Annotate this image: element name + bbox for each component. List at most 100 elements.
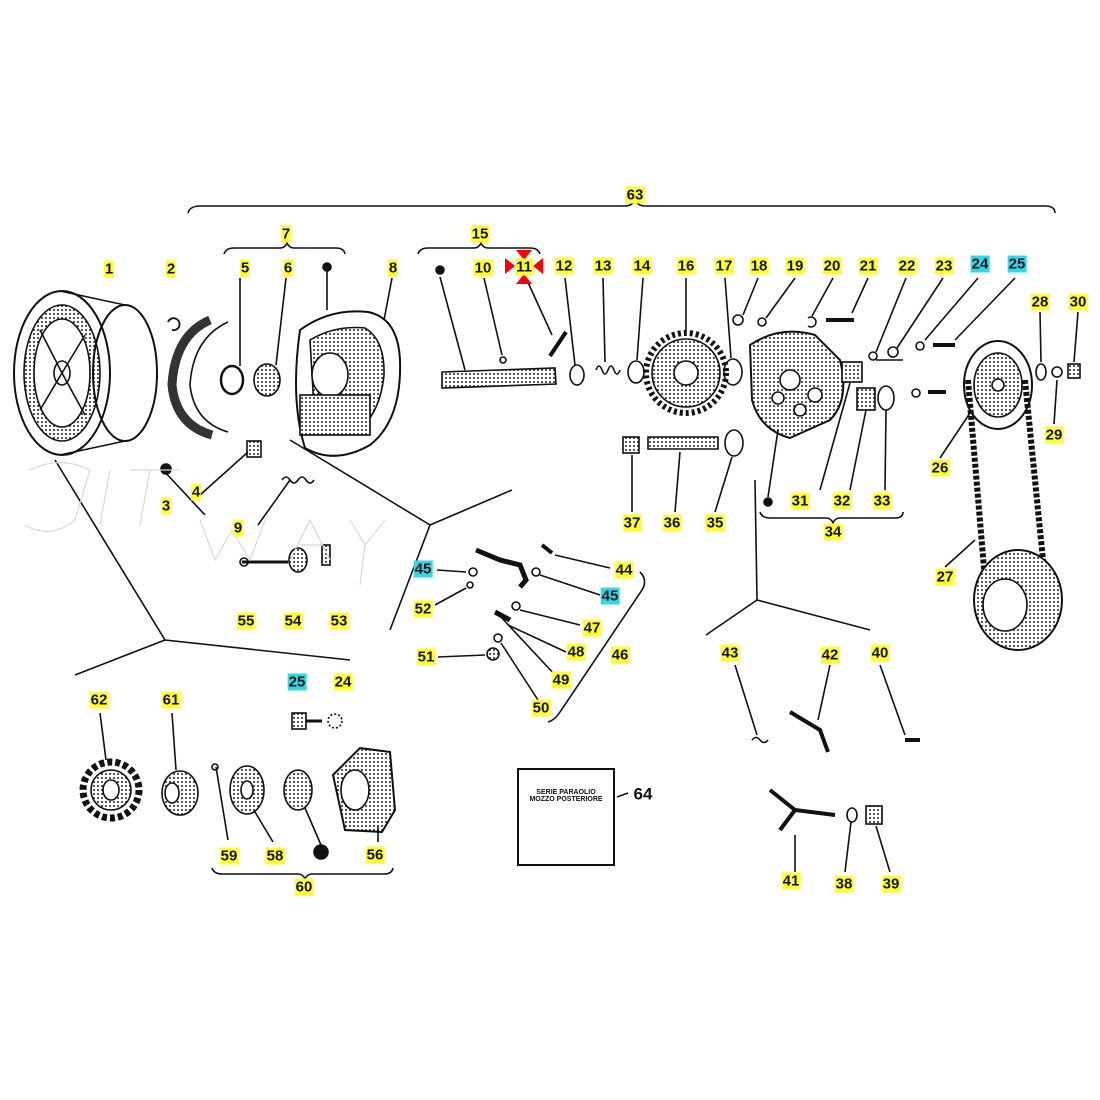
key-53 <box>321 544 331 566</box>
callout-9: 9 <box>232 519 244 537</box>
seal-5 <box>219 364 245 396</box>
seal-kit-box: SERIE PARAOLIO MOZZO POSTERIORE <box>517 768 615 866</box>
hub-drum-1 <box>13 290 158 456</box>
nut-30 <box>1067 363 1081 379</box>
washer-24b <box>327 713 343 729</box>
callout-8: 8 <box>387 259 399 277</box>
pulley-26 <box>939 340 1033 459</box>
callout-1: 1 <box>103 260 115 278</box>
callout-59: 59 <box>219 847 239 865</box>
callout-25b: 25 <box>287 673 307 691</box>
pad-4 <box>246 440 262 458</box>
callout-17: 17 <box>714 257 734 275</box>
callout-58: 58 <box>265 847 285 865</box>
callout-43: 43 <box>720 644 740 662</box>
callout-25: 25 <box>1007 255 1027 273</box>
callout-3: 3 <box>160 497 172 515</box>
spacer-61 <box>161 712 199 816</box>
brake-plate-8 <box>295 262 402 457</box>
shaft-15 <box>435 265 557 389</box>
washer-22 <box>868 351 878 361</box>
kit-box-line1: SERIE PARAOLIO <box>536 789 596 796</box>
callout-51: 51 <box>416 648 436 666</box>
washer-17 <box>723 358 743 386</box>
callout-31: 31 <box>790 492 810 510</box>
callout-37: 37 <box>622 514 642 532</box>
bush-37 <box>622 436 640 454</box>
washer-14 <box>627 360 645 384</box>
bracket-63 <box>187 198 1056 214</box>
ring-35 <box>724 429 744 457</box>
fork-41 <box>768 788 836 832</box>
callout-63: 63 <box>625 186 645 204</box>
callout-53: 53 <box>329 612 349 630</box>
callout-50: 50 <box>531 699 551 717</box>
callout-22: 22 <box>897 257 917 275</box>
callout-61: 61 <box>161 691 181 709</box>
callout-33: 33 <box>872 492 892 510</box>
bush-39 <box>865 805 883 825</box>
shaft-36 <box>647 436 719 450</box>
callout-19: 19 <box>785 257 805 275</box>
pin-11 <box>548 330 568 358</box>
callout-49: 49 <box>551 671 571 689</box>
callout-42: 42 <box>820 646 840 664</box>
bracket-34 <box>759 511 904 526</box>
callout-6: 6 <box>282 259 294 277</box>
callout-40: 40 <box>870 644 890 662</box>
position-marker <box>505 250 543 284</box>
brake-shoe-3 <box>160 315 229 516</box>
bearing-32 <box>856 387 876 411</box>
bearing-60 <box>283 769 313 811</box>
callout-28: 28 <box>1030 293 1050 311</box>
spring-13 <box>595 365 621 375</box>
washer-24 <box>915 341 925 351</box>
bracket-46 <box>547 571 646 723</box>
watermark <box>24 461 386 586</box>
callout-14: 14 <box>632 257 652 275</box>
bracket-15 <box>417 240 541 255</box>
washer-12 <box>569 364 585 386</box>
callout-7: 7 <box>280 225 292 243</box>
callout-18: 18 <box>749 257 769 275</box>
callout-29: 29 <box>1044 426 1064 444</box>
washer-28 <box>1035 363 1047 381</box>
callout-44: 44 <box>614 561 634 579</box>
callout-30: 30 <box>1068 293 1088 311</box>
ring-33 <box>877 385 895 411</box>
callout-56: 56 <box>365 846 385 864</box>
callout-45b: 45 <box>600 587 620 605</box>
bracket-7 <box>223 240 346 255</box>
callout-21: 21 <box>858 257 878 275</box>
callout-45a: 45 <box>413 560 433 578</box>
callout-60: 60 <box>294 878 314 896</box>
callout-54: 54 <box>283 612 303 630</box>
clip-20 <box>807 316 817 328</box>
callout-4: 4 <box>190 483 202 501</box>
kit-box-line2: MOZZO POSTERIORE <box>529 796 603 803</box>
callout-12: 12 <box>554 257 574 275</box>
callout-47: 47 <box>582 619 602 637</box>
washer-29 <box>1051 366 1063 378</box>
callout-2: 2 <box>165 260 177 278</box>
bearing-6 <box>253 363 281 397</box>
bolt-head-25 <box>291 712 307 730</box>
part-19 <box>757 317 767 327</box>
housing-56 <box>331 746 397 842</box>
callout-35: 35 <box>705 514 725 532</box>
lever-47 <box>475 547 529 589</box>
bearing-31 <box>841 361 863 383</box>
callout-5: 5 <box>239 259 251 277</box>
callout-34: 34 <box>823 523 843 541</box>
sprocket-62 <box>79 712 143 822</box>
callout-24: 24 <box>970 255 990 273</box>
callout-64: 64 <box>633 784 653 804</box>
callout-13: 13 <box>593 257 613 275</box>
callout-15: 15 <box>470 225 490 243</box>
callout-24b: 24 <box>333 673 353 691</box>
callout-38: 38 <box>834 875 854 893</box>
callout-32: 32 <box>832 492 852 510</box>
spring-43 <box>751 736 769 744</box>
